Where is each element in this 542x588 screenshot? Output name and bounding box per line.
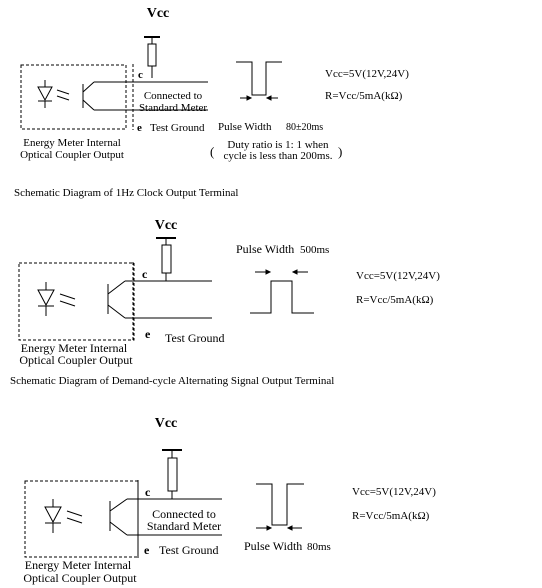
test-ground-label: Test Ground [150,122,205,134]
r-spec: R=Vcc/5mA(kΩ) [356,294,434,306]
duty-ratio-line1: Duty ratio is 1: 1 when [227,139,329,151]
led-symbol [37,282,55,316]
optocoupler-box [20,64,127,130]
meter-label-line1: Energy Meter Internal [21,341,128,355]
diagram-standard-meter: Vcc c e Test Ground Connected to Standar… [23,416,436,585]
pulse-width-label: Pulse Width [236,242,294,256]
caption: Schematic Diagram of 1Hz Clock Output Te… [14,187,238,199]
meter-label-line2: Optical Coupler Output [23,571,137,585]
collector-label: c [145,485,151,499]
meter-label-line1: Energy Meter Internal [25,558,132,572]
pulse-waveform [236,61,282,101]
diagram-1hz-clock: Vcc c e Test Ground Connected to Standar… [14,6,409,199]
test-ground-label: Test Ground [165,331,224,345]
test-ground-label: Test Ground [159,543,218,557]
vcc-spec: Vcc=5V(12V,24V) [356,270,440,282]
vcc-spec: Vcc=5V(12V,24V) [352,486,436,498]
emitter-label: e [145,327,151,341]
optocoupler-box [24,480,139,558]
light-arrows [66,510,83,524]
connected-label-line2: Standard Meter [139,102,207,114]
vcc-spec: Vcc=5V(12V,24V) [325,68,409,80]
pulse-width-label: Pulse Width [244,539,302,553]
light-arrows [59,293,76,307]
caption: Schematic Diagram of Demand-cycle Altern… [10,375,334,387]
close-paren: ) [338,144,342,159]
resistor-symbol [161,244,172,274]
pulse-waveform [250,269,314,314]
vcc-label: Vcc [155,416,178,431]
diagram-demand-cycle: Vcc c e Test Ground Energy Meter Interna… [10,218,440,387]
duty-ratio-line2: cycle is less than 200ms. [223,150,332,162]
pulse-waveform [256,483,304,531]
phototransistor-symbol [82,81,95,111]
r-spec: R=Vcc/5mA(kΩ) [325,90,403,102]
r-spec: R=Vcc/5mA(kΩ) [352,510,430,522]
connected-label-line1: Connected to [144,90,203,102]
pulse-width-label: Pulse Width [218,121,272,133]
meter-label-line2: Optical Coupler Output [20,149,124,161]
optocoupler-box [18,262,135,341]
pulse-width-value: 80ms [307,541,331,553]
phototransistor-symbol [107,280,126,319]
phototransistor-symbol [109,498,128,536]
resistor-symbol [167,457,178,492]
resistor-symbol [147,43,157,67]
vcc-label: Vcc [155,218,178,233]
connected-label-line1: Connected to [152,507,216,521]
pulse-width-value: 80±20ms [286,122,323,133]
light-arrows [56,89,70,101]
meter-label-line1: Energy Meter Internal [23,137,121,149]
emitter-label: e [144,543,150,557]
emitter-label: e [137,122,142,134]
pulse-width-value: 500ms [300,244,329,256]
meter-label-line2: Optical Coupler Output [19,353,133,367]
collector-label: c [138,69,143,81]
led-symbol [37,80,53,108]
collector-label: c [142,267,148,281]
connected-label-line2: Standard Meter [147,519,221,533]
vcc-label: Vcc [147,6,170,21]
open-paren: ( [210,144,214,159]
led-symbol [44,499,62,533]
